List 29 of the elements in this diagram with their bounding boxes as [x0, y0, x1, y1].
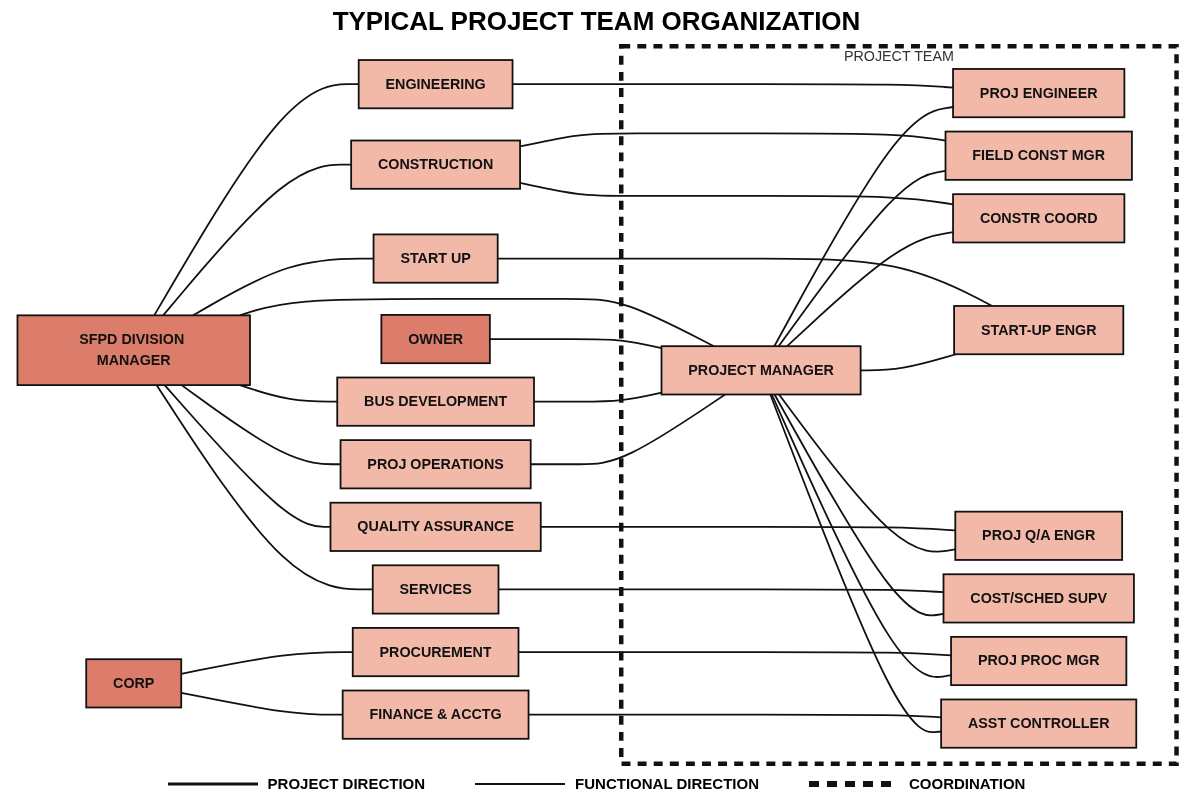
- node-box: PROJ PROC MGR: [949, 635, 1127, 687]
- legend-label: PROJECT DIRECTION: [267, 775, 426, 792]
- node-box: PROCUREMENT: [351, 627, 519, 678]
- node-box: PROJECT MANAGER: [660, 345, 862, 396]
- node-box: START UP: [372, 233, 499, 284]
- node-box: ENGINEERING: [357, 59, 513, 110]
- connector: [180, 384, 341, 466]
- node-box: CORP: [84, 658, 182, 709]
- node-box: PROJ ENGINEER: [951, 68, 1125, 119]
- node-box: FINANCE & ACCTG: [341, 689, 529, 740]
- connector: [773, 393, 944, 617]
- legend-label: COORDINATION: [909, 775, 1026, 792]
- node-box: BUS DEVELOPMENT: [335, 376, 535, 427]
- legend-label: FUNCTIONAL DIRECTION: [575, 775, 759, 792]
- node-box: QUALITY ASSURANCE: [329, 501, 542, 552]
- node-box: CONSTRUCTION: [349, 139, 521, 190]
- node-box: COST/SCHED SUPV: [942, 573, 1135, 624]
- node-box: PROJ OPERATIONS: [339, 439, 532, 490]
- connector: [777, 169, 946, 348]
- node-box: OWNER: [379, 314, 491, 365]
- node-box: FIELD CONST MGR: [944, 130, 1133, 181]
- node-box: ASST CONTROLLER: [939, 698, 1137, 749]
- connector: [768, 393, 942, 734]
- node-box: START-UP ENGR: [952, 305, 1124, 356]
- node-box: CONSTR COORD: [951, 193, 1125, 244]
- diagram-title: TYPICAL PROJECT TEAM ORGANIZATION: [332, 6, 861, 37]
- node-box: SERVICES: [371, 564, 499, 615]
- node-box: PROJ Q/A ENGR: [953, 510, 1123, 561]
- node-box: SFPD DIVISION MANAGER: [16, 314, 251, 386]
